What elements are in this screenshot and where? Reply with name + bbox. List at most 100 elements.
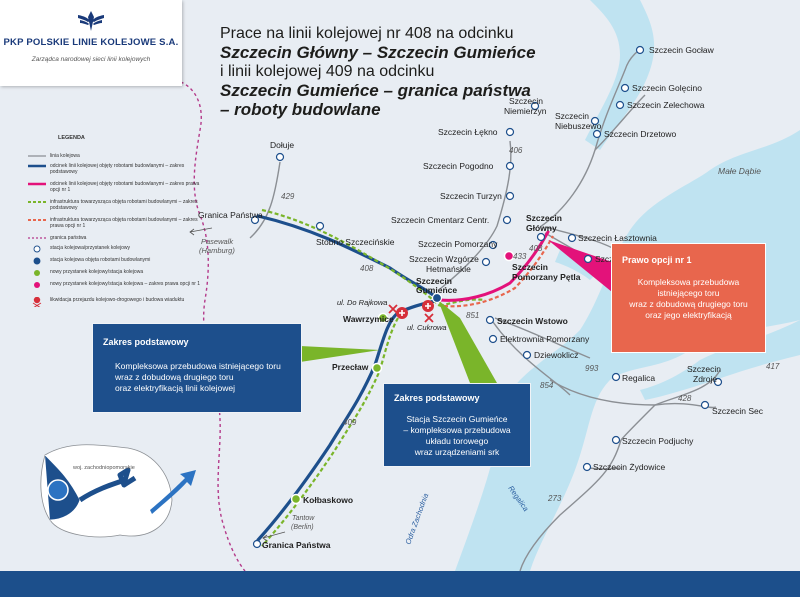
box-description: Kompleksowa przebudowa istniejącego toru… <box>115 361 281 393</box>
label-wawrzymice: Wawrzymice <box>343 314 394 324</box>
pointer-basic1 <box>300 346 380 362</box>
station-port-centr <box>583 254 593 264</box>
label-wzgorze-2: Hetmańskie <box>426 264 471 274</box>
pkp-emblem-icon <box>78 11 104 31</box>
logo-name: PKP POLSKIE LINIE KOLEJOWE S.A. <box>3 37 179 48</box>
label-zydowice: Szczecin Żydowice <box>593 462 666 472</box>
title-line-4: Szczecin Gumieńce – granica państwa <box>220 81 531 100</box>
project-line-option <box>438 230 550 302</box>
station-turzyn <box>505 191 515 201</box>
box-title: Zakres podstawowy <box>103 337 189 347</box>
label-zelechowa: Szczecin Zelechowa <box>627 100 705 110</box>
box-title: Zakres podstawowy <box>394 393 480 403</box>
inset-arrow <box>150 470 196 514</box>
line-854: 854 <box>540 381 554 390</box>
line-429: 429 <box>281 192 295 201</box>
box-description: Stacja Szczecin Gumieńce – kompleksowa p… <box>403 414 511 457</box>
line-428: 428 <box>678 394 692 403</box>
title-line-5: – roboty budowlane <box>220 100 381 119</box>
station-wzgorze <box>481 257 491 267</box>
station-wawrzymice <box>377 312 389 324</box>
label-male-dabie: Małe Dąbie <box>718 166 761 176</box>
inset-map <box>40 444 173 538</box>
label-niemierzyn-1: Szczecin <box>509 96 543 106</box>
label-woj: woj. zachodniopomorskie <box>72 465 135 471</box>
station-granica-north <box>250 215 260 225</box>
label-tantow: Tantow <box>292 515 315 522</box>
pointer-option <box>548 240 612 292</box>
station-regalica <box>611 372 621 382</box>
legend-symbol <box>28 219 46 221</box>
label-gumience-2: Gumieńce <box>416 285 457 295</box>
label-goclaw: Szczecin Gocław <box>649 45 715 55</box>
station-golecino <box>620 83 630 93</box>
label-gumience-1: Szczecin <box>416 276 452 286</box>
label-lasztownia: Szczecin Łasztownia <box>578 233 657 243</box>
station-cmentarz <box>502 215 512 225</box>
label-glowny-1: Szczecin <box>526 213 562 223</box>
legend-symbol <box>33 257 41 265</box>
label-pomorzany: Szczecin Pomorzany <box>418 239 498 249</box>
stations-new <box>290 250 515 505</box>
label-granica-south: Granica Państwa <box>262 540 331 550</box>
label-elektrownia: Elektrownia Pomorzany <box>500 334 590 344</box>
station-glowny <box>536 232 546 242</box>
title-line-1: Prace na linii kolejowej nr 408 na odcin… <box>220 25 514 42</box>
label-rajkowa: ul. Do Rajkowa <box>337 298 387 307</box>
label-regalica: Regalica <box>622 373 655 383</box>
line-408-east: 408 <box>529 244 543 253</box>
direction-arrows <box>189 227 286 542</box>
label-hamburg: (Hamburg) <box>199 246 235 255</box>
label-lekno: Szczecin Łękno <box>438 127 498 137</box>
label-glowny-2: Główny <box>526 223 557 233</box>
label-petla-1: Szczecin <box>512 262 548 272</box>
station-pomorzany-petla <box>503 250 515 262</box>
stations-regular <box>250 45 723 549</box>
station-podjuchy <box>611 435 621 445</box>
line-433: 433 <box>513 252 527 261</box>
station-goclaw <box>635 45 645 55</box>
box-title: Prawo opcji nr 1 <box>622 255 692 265</box>
legend-symbol <box>34 282 40 288</box>
label-golecino: Szczecin Golęcino <box>632 83 702 93</box>
pointer-basic2 <box>438 300 497 383</box>
legend-symbol <box>34 270 40 276</box>
label-drzetowo: Szczecin Drzetowo <box>604 129 677 139</box>
legend-symbol <box>28 237 46 239</box>
label-kolbaskowo: Kołbaskowo <box>303 495 353 505</box>
label-cmentarz: Szczecin Cmentarz Centr. <box>391 215 489 225</box>
line-406: 406 <box>509 146 523 155</box>
state-border <box>174 79 246 572</box>
line-993: 993 <box>585 364 599 373</box>
line-408-west: 408 <box>360 264 374 273</box>
label-doluje: Dołuje <box>270 140 294 150</box>
label-berlin: (Berlin) <box>291 524 314 531</box>
line-851: 851 <box>466 311 479 320</box>
info-box-gumience-station: Zakres podstawowy Stacja Szczecin Gumień… <box>383 383 531 467</box>
info-box-option-1: Prawo opcji nr 1 Kompleksowa przebudowa … <box>611 243 766 353</box>
station-elektrownia <box>488 334 498 344</box>
station-lasztownia <box>567 233 577 243</box>
legend-symbol <box>33 245 41 253</box>
label-cukrowa: ul. Cukrowa <box>407 323 447 332</box>
box-description: Kompleksowa przebudowa istniejącego toru… <box>629 277 748 320</box>
station-dziewoklicz <box>522 350 532 360</box>
legend-title: LEGENDA <box>58 135 85 141</box>
station-zdroje <box>713 377 723 387</box>
label-granica-north: Granica Państwa <box>198 210 263 220</box>
legend-symbol <box>28 201 46 203</box>
title-line-2: Szczecin Główny – Szczecin Gumieńce <box>220 43 536 62</box>
station-granica-south <box>252 539 262 549</box>
label-stobno: Stobno Szczecińskie <box>316 237 395 247</box>
label-zdroje-2: Zdroje <box>693 374 717 384</box>
label-wstowo: Szczecin Wstowo <box>497 316 568 326</box>
station-drzetowo <box>592 129 602 139</box>
legend-symbol <box>28 164 46 168</box>
label-turzyn: Szczecin Turzyn <box>440 191 502 201</box>
station-pogodno <box>505 161 515 171</box>
label-odra: Odra Zachodnia <box>403 492 430 546</box>
label-niebuszewo-1: Szczecin <box>555 111 589 121</box>
label-przeclaw: Przecław <box>332 362 369 372</box>
logo-subtitle: Zarządca narodowej sieci linii kolejowyc… <box>31 56 151 63</box>
station-niebuszewo <box>590 116 600 126</box>
